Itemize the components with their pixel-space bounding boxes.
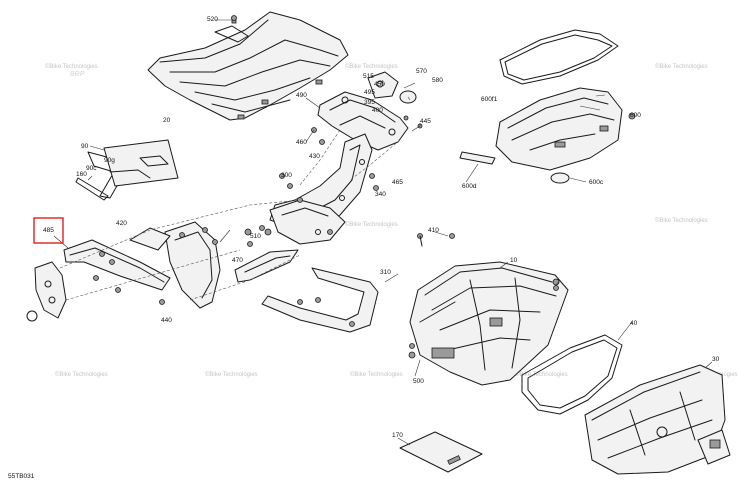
storage-lid <box>459 29 636 184</box>
callout-10[interactable]: 10 <box>510 257 518 264</box>
callout-600d[interactable]: 600d <box>462 183 477 190</box>
callout-400[interactable]: 400 <box>372 107 383 114</box>
callout-90[interactable]: 90 <box>81 143 89 150</box>
watermark: ©Bike Technologies <box>655 63 708 70</box>
callout-420[interactable]: 420 <box>116 220 127 227</box>
watermark: ©Bike Technologies <box>345 221 398 228</box>
front-cover <box>584 364 731 475</box>
handle-bar <box>261 267 379 333</box>
watermark: ©Bike Technologies <box>45 63 98 70</box>
figure-code: 55TB031 <box>8 473 35 480</box>
storage-box <box>408 261 569 386</box>
cargo-tray <box>147 11 349 121</box>
callout-170[interactable]: 170 <box>392 432 403 439</box>
callout-90c[interactable]: 90c <box>86 165 97 172</box>
callout-labels: 520 20 570 580 515 450 495 395 490 445 4… <box>43 16 720 439</box>
main-post <box>269 133 373 245</box>
instruction-card <box>399 431 483 473</box>
callout-430[interactable]: 430 <box>309 153 320 160</box>
callout-450[interactable]: 450 <box>374 81 385 88</box>
callout-515[interactable]: 515 <box>363 73 374 80</box>
callout-600f1[interactable]: 600f1 <box>481 96 498 103</box>
callout-160[interactable]: 160 <box>76 171 87 178</box>
callout-395[interactable]: 395 <box>364 99 375 106</box>
fasteners <box>231 15 559 349</box>
callout-470[interactable]: 470 <box>232 257 243 264</box>
callout-500[interactable]: 500 <box>413 378 424 385</box>
assembly-lines <box>59 129 401 301</box>
highlight-box <box>33 217 64 244</box>
watermark: ©Bike Technologies <box>55 371 108 378</box>
callout-600[interactable]: 600 <box>630 112 641 119</box>
callout-520[interactable]: 520 <box>207 16 218 23</box>
callout-570[interactable]: 570 <box>416 68 427 75</box>
callout-485[interactable]: 485 <box>43 227 54 234</box>
upper-bracket <box>317 71 417 151</box>
watermark: ©Bike Technologies <box>350 371 403 378</box>
callout-460[interactable]: 460 <box>296 139 307 146</box>
left-bracket-assembly <box>26 139 299 322</box>
callout-20[interactable]: 20 <box>163 117 171 124</box>
callout-495[interactable]: 495 <box>364 89 375 96</box>
callout-90g[interactable]: 90g <box>104 157 115 164</box>
watermark: ©Bike Technologies <box>655 217 708 224</box>
callout-445[interactable]: 445 <box>420 118 431 125</box>
callout-580[interactable]: 580 <box>432 77 443 84</box>
leader-lines <box>53 19 713 446</box>
watermark: ©Bike Technologies <box>205 371 258 378</box>
callout-340[interactable]: 340 <box>375 191 386 198</box>
callout-465[interactable]: 465 <box>392 179 403 186</box>
watermarks: ©Bike Technologies BRP ©Bike Technologie… <box>45 63 738 378</box>
callout-490[interactable]: 490 <box>296 92 307 99</box>
callout-30[interactable]: 30 <box>712 356 720 363</box>
callout-440[interactable]: 440 <box>161 317 172 324</box>
watermark-brp: BRP <box>70 71 85 78</box>
watermark: ©Bike Technologies <box>515 371 568 378</box>
gasket <box>521 334 623 415</box>
callout-300[interactable]: 300 <box>281 172 292 179</box>
callout-40[interactable]: 40 <box>630 320 638 327</box>
watermark: ©Bike Technologies <box>345 63 398 70</box>
callout-510[interactable]: 510 <box>250 233 261 240</box>
callout-600c[interactable]: 600c <box>589 179 604 186</box>
callout-310[interactable]: 310 <box>380 269 391 276</box>
callout-410[interactable]: 410 <box>428 227 439 234</box>
